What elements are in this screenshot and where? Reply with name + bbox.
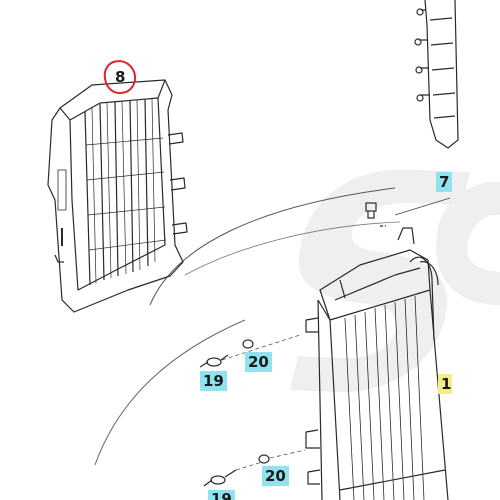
radiator-guard: [47, 79, 188, 313]
callout-part-1[interactable]: 1: [438, 374, 452, 394]
callout-part-19-top[interactable]: 19: [200, 371, 227, 391]
screw-19-bottom: [203, 469, 237, 487]
screw-19-top: [199, 354, 229, 368]
radiator: [305, 227, 449, 500]
callout-part-20-top[interactable]: 20: [245, 352, 272, 372]
callout-part-20-bottom[interactable]: 20: [262, 466, 289, 486]
callout-part-8[interactable]: 8: [115, 68, 126, 86]
radiator-cap-screw: [365, 202, 386, 227]
callout-part-19-bottom[interactable]: 19: [208, 490, 235, 500]
watermark-logo: [290, 169, 500, 393]
callout-part-7[interactable]: 7: [436, 172, 452, 192]
o-ring-20-bottom: [258, 454, 270, 464]
radiator-guard-right-partial: [414, 0, 459, 149]
o-ring-20-top: [242, 339, 254, 349]
